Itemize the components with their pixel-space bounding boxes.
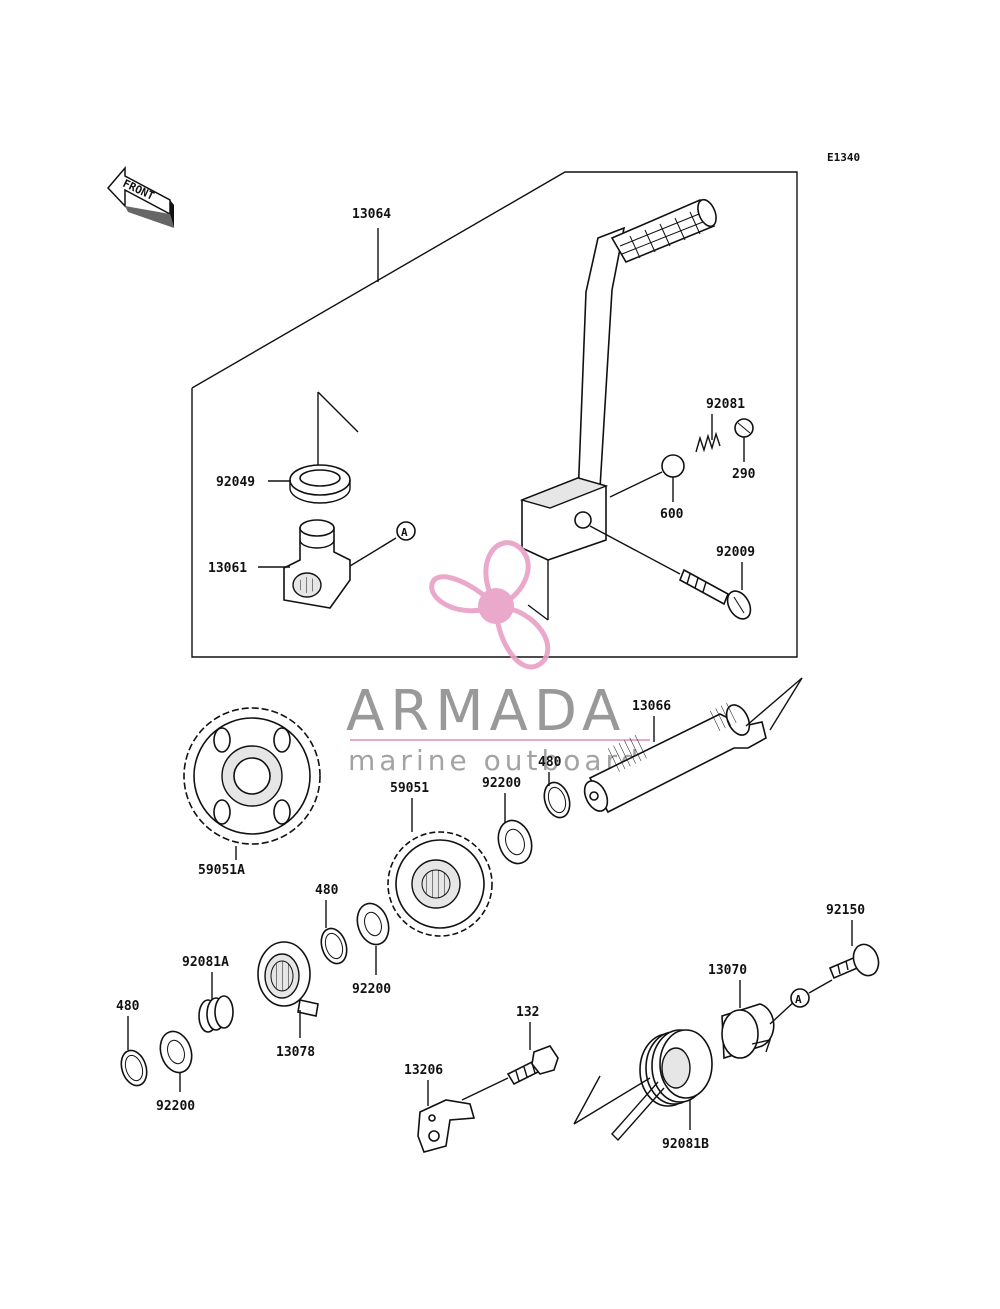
part-label-92081: 92081 xyxy=(706,397,745,412)
part-label-13070: 13070 xyxy=(708,963,747,978)
kick-shaft-13066 xyxy=(583,702,767,814)
propeller-logo-icon xyxy=(429,540,551,670)
svg-text:A: A xyxy=(401,526,408,539)
washer-92200-a xyxy=(497,819,533,865)
bolt-92150 xyxy=(828,943,880,980)
circlip-480-c xyxy=(120,1049,148,1087)
holder-13070 xyxy=(721,1003,775,1060)
svg-text:A: A xyxy=(795,993,802,1006)
part-label-92200-b: 92200 xyxy=(352,982,391,997)
spring-92081A xyxy=(198,995,234,1033)
part-label-13206: 13206 xyxy=(404,1063,443,1078)
part-label-92009: 92009 xyxy=(716,545,755,560)
bolt-92009 xyxy=(678,568,752,620)
diagram-code: E1340 xyxy=(827,151,860,164)
kick-spring-92081B xyxy=(611,1029,713,1142)
part-label-13064: 13064 xyxy=(352,207,391,222)
part-label-13078: 13078 xyxy=(276,1045,315,1060)
bolt-132 xyxy=(506,1045,559,1086)
kick-pedal-assembly-frame xyxy=(191,171,798,658)
part-label-92200-c: 92200 xyxy=(156,1099,195,1114)
kick-pedal-lever xyxy=(519,198,717,621)
front-label: FRONT xyxy=(121,177,157,203)
kick-gear-59051 xyxy=(387,831,493,937)
washer-92200-c xyxy=(159,1030,193,1074)
part-label-132: 132 xyxy=(516,1005,539,1020)
part-label-13061: 13061 xyxy=(208,561,247,576)
kick-boss-13061 xyxy=(283,519,351,609)
part-label-59051: 59051 xyxy=(390,781,429,796)
part-label-480-c: 480 xyxy=(116,999,140,1014)
armada-watermark: ARMADA marine outboards xyxy=(346,540,657,777)
pedal-grip xyxy=(610,198,717,264)
part-label-92081B: 92081B xyxy=(662,1137,709,1152)
part-label-290: 290 xyxy=(732,467,756,482)
part-label-480-b: 480 xyxy=(315,883,339,898)
ball-600 xyxy=(661,454,685,478)
oil-seal-92049 xyxy=(289,464,351,504)
idle-gear-59051A xyxy=(183,707,321,845)
watermark-title: ARMADA xyxy=(346,679,626,744)
ratchet-13078 xyxy=(257,941,319,1017)
part-label-92081A: 92081A xyxy=(182,955,229,970)
part-label-600: 600 xyxy=(660,507,684,522)
part-label-480-a: 480 xyxy=(538,755,562,770)
circlip-480-b xyxy=(320,927,348,965)
ref-marker-a-1: A xyxy=(396,521,416,541)
front-arrow-icon: FRONT xyxy=(106,165,174,228)
ref-marker-a-2: A xyxy=(790,988,810,1008)
part-label-13066: 13066 xyxy=(632,699,671,714)
circlip-480-a xyxy=(543,781,571,819)
part-label-92200-a: 92200 xyxy=(482,776,521,791)
plug-290 xyxy=(734,418,754,438)
part-label-92150: 92150 xyxy=(826,903,865,918)
washer-92200-b xyxy=(356,902,390,946)
part-label-92049: 92049 xyxy=(216,475,255,490)
guide-13206 xyxy=(417,1099,476,1153)
spring-92081 xyxy=(695,431,721,453)
part-label-59051A: 59051A xyxy=(198,863,245,878)
